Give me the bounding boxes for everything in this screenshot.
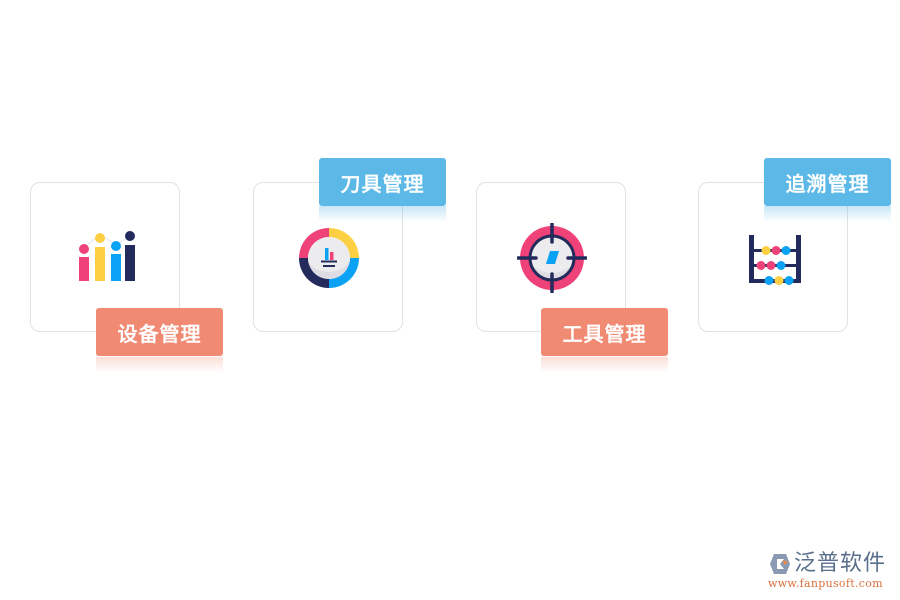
ring-chart-icon bbox=[299, 228, 359, 288]
crosshair-compass-icon bbox=[517, 223, 587, 293]
fanpu-logo-icon bbox=[770, 554, 790, 574]
bar-chart-icon bbox=[79, 231, 135, 281]
module-label-equipment[interactable]: 设备管理 bbox=[96, 308, 223, 356]
module-label-tool-cutter[interactable]: 刀具管理 bbox=[319, 158, 446, 206]
module-card-tool[interactable] bbox=[476, 182, 626, 332]
brand-logo: 泛普软件 www.fanpusoft.com bbox=[768, 552, 893, 592]
module-label-tool[interactable]: 工具管理 bbox=[541, 308, 668, 356]
brand-name: 泛普软件 bbox=[794, 551, 887, 576]
brand-url: www.fanpusoft.com bbox=[768, 577, 883, 590]
module-card-traceability[interactable] bbox=[698, 182, 848, 332]
module-label-traceability[interactable]: 追溯管理 bbox=[764, 158, 891, 206]
badge-reflection bbox=[96, 357, 223, 373]
module-card-equipment[interactable] bbox=[30, 182, 180, 332]
badge-reflection bbox=[541, 357, 668, 373]
badge-reflection bbox=[764, 206, 891, 222]
module-card-tool-cutter[interactable] bbox=[253, 182, 403, 332]
abacus-icon bbox=[749, 235, 801, 285]
badge-reflection bbox=[319, 206, 446, 222]
